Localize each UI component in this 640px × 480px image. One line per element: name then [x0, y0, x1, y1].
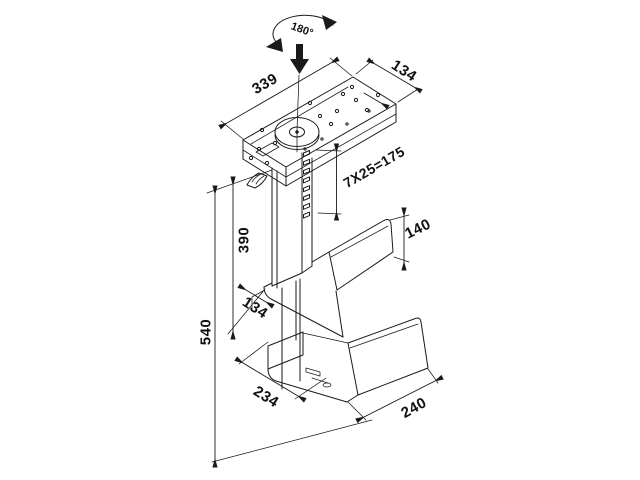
column — [271, 152, 313, 390]
extension-lines — [206, 57, 439, 463]
dimension-lines — [212, 56, 444, 468]
rotation-180-icon — [266, 14, 337, 52]
base-tray — [267, 317, 429, 403]
cpu-bracket — [251, 219, 394, 338]
adjustment-slots — [303, 150, 310, 219]
dim-label-column-height: 390 — [235, 226, 253, 254]
dim-label-total-height: 540 — [197, 318, 215, 346]
